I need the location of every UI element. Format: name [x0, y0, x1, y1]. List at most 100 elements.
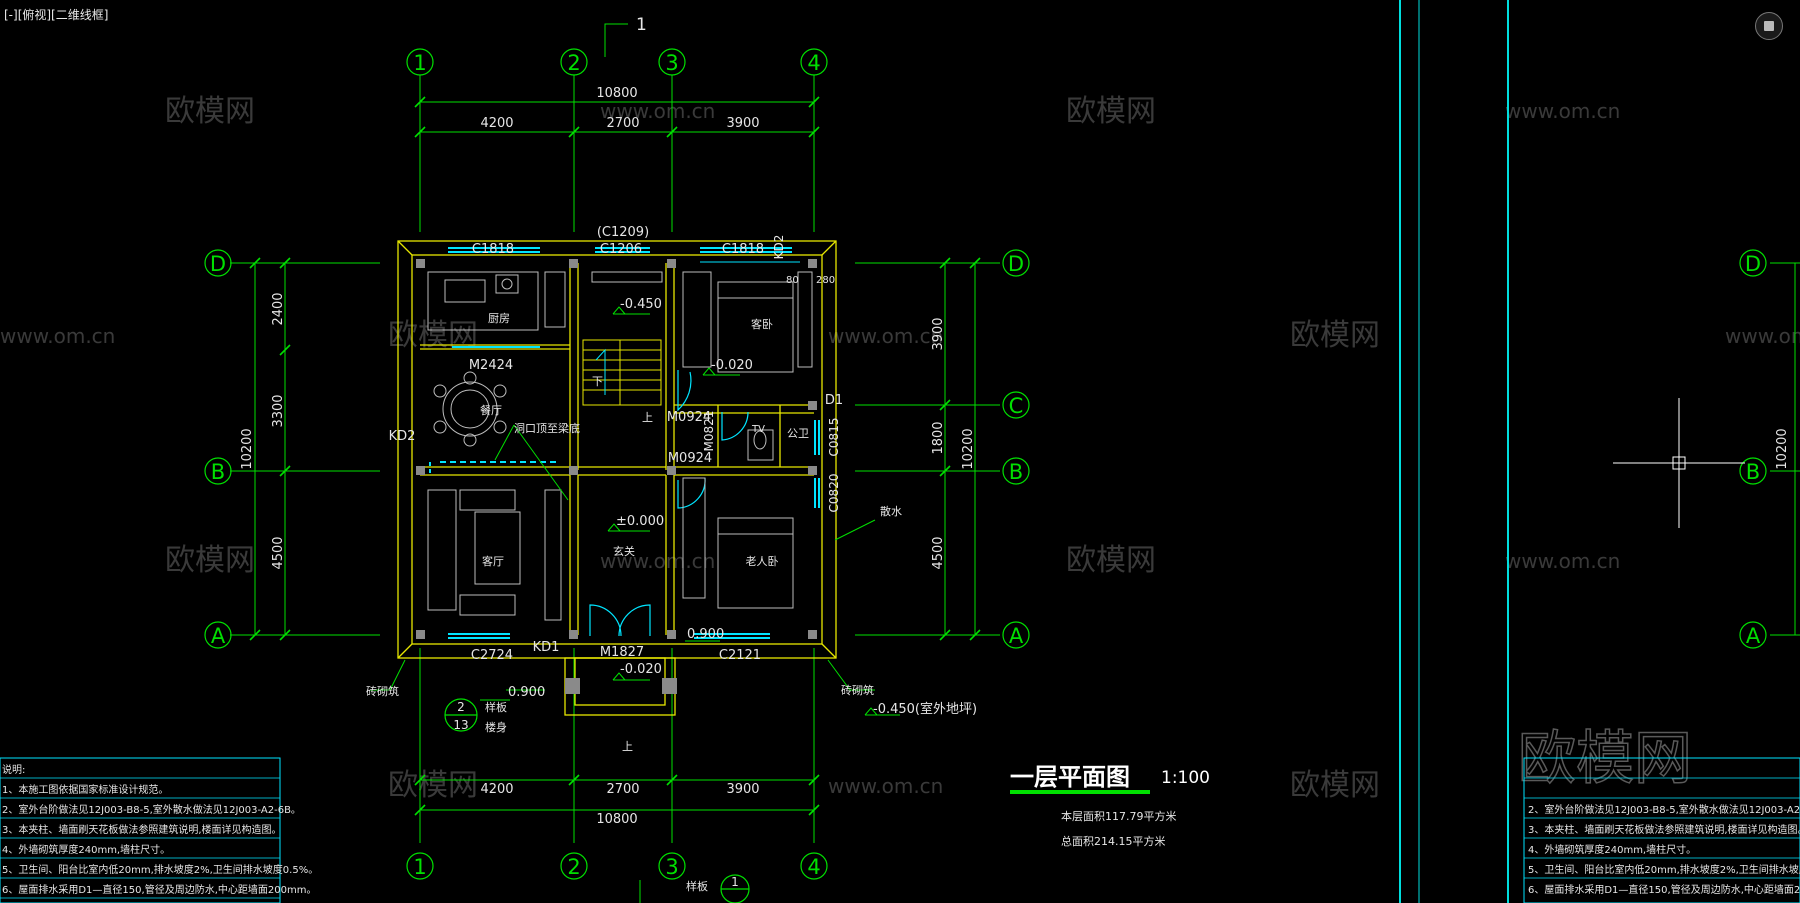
furniture[interactable] [427, 271, 813, 621]
dim-total-width: 10800 [596, 86, 637, 101]
door-label: KD1 [533, 640, 560, 655]
scupper-note: 砖砌筑 [841, 683, 874, 697]
axis-label-D: D [1008, 252, 1024, 276]
window-label: C1206 [600, 242, 642, 257]
dim-total-depth: 10200 [961, 428, 976, 469]
windows[interactable] [429, 247, 820, 639]
axis-labels: 1 2 3 4 1 2 3 4 D B A D C B A D B A [210, 51, 1761, 879]
viewcube-nav-icon[interactable] [1755, 12, 1783, 40]
notes-row: 2、室外台阶做法见12J003-B8-5,室外散水做法见12J003-A2-6B… [1528, 803, 1800, 816]
dim-left-2: 3300 [271, 394, 286, 427]
window-label: C1818 [472, 242, 514, 257]
level-text: -0.450(室外地坪) [873, 701, 977, 717]
door-label: KD2 [772, 235, 786, 260]
notes-table-right[interactable]: 2、室外台阶做法见12J003-B8-5,室外散水做法见12J003-A2-6B… [1523, 757, 1800, 903]
door-label: M1827 [600, 645, 644, 660]
door-label: M0924 [667, 410, 711, 425]
watermark-url-group: www.om.cn www.om.cn www.om.cn www.om.cn … [0, 99, 1800, 798]
watermark-url: www.om.cn [600, 549, 715, 573]
axis-label-B: B [211, 460, 225, 484]
notes-row: 6、屋面排水采用D1—直径150,管径及周边防水,中心距墙面200mm。 [2, 883, 316, 896]
notes-header: 说明: [2, 763, 25, 776]
watermark-url: www.om.cn [600, 99, 715, 123]
level-text: 0.900 [508, 685, 545, 700]
axis-label-3: 3 [665, 51, 678, 75]
notes-row: 3、本夹柱、墙面刷天花板做法参照建筑说明,楼面详见构造图。 [2, 823, 282, 836]
viewport-label[interactable]: [-][俯视][二维线框] [4, 8, 109, 22]
apron-note: 样板 [485, 700, 507, 714]
dim-total-width: 10800 [596, 812, 637, 827]
notes-row: 4、外墙砌筑厚度240mm,墙柱尺寸。 [1528, 843, 1696, 856]
crosshair-cursor-icon[interactable] [1613, 398, 1745, 528]
staircase[interactable] [582, 339, 662, 406]
window-label: C0815 [827, 418, 841, 457]
notes-table[interactable]: 说明: 1、本施工图依据国家标准设计规范。 2、室外台阶做法见12J003-B8… [0, 757, 318, 903]
axis-label-1: 1 [413, 855, 426, 879]
dim-80: 80 [786, 275, 799, 286]
drawing-scale: 1:100 [1161, 768, 1210, 788]
building-walls[interactable] [397, 240, 837, 716]
dim-right-1: 3900 [931, 317, 946, 350]
axis-label-1: 1 [413, 51, 426, 75]
axis-label-A: A [1746, 624, 1761, 648]
dim-bay-2: 2700 [606, 782, 639, 797]
level-text: 0.900 [687, 627, 724, 642]
room-dining: 餐厅 [480, 403, 502, 417]
watermark-brand: 欧模网 [1066, 94, 1156, 129]
notes-row: 3、本夹柱、墙面刷天花板做法参照建筑说明,楼面详见构造图。 [1528, 823, 1800, 836]
detail-ref-number: 1 [731, 875, 739, 889]
dimension-texts: 10800 4200 2700 3900 4200 2700 3900 1080… [480, 86, 759, 827]
axis-label-4: 4 [807, 855, 820, 879]
stair-down-label: 下 [592, 375, 603, 388]
level-text: -0.020 [620, 662, 662, 677]
opening-note: 洞口顶至梁底 [514, 421, 580, 435]
scupper-note: 砖砌筑 [366, 684, 399, 698]
opening-labels-vertical: KD2 M0821 C0815 C0820 [702, 235, 841, 513]
dim-bay-1: 4200 [480, 782, 513, 797]
window-label: C2121 [719, 648, 761, 663]
watermark-url: www.om.cn [828, 324, 943, 348]
dim-ticks [249, 96, 981, 816]
watermark-brand: 欧模网 [165, 94, 255, 129]
notes-row: 6、屋面排水采用D1—直径150,管径及周边防水,中心距墙面200mm。 [1528, 883, 1800, 896]
opening-labels: (C1209) C1818 C1206 C1818 C2724 C2121 M2… [389, 225, 844, 663]
room-names: 厨房 餐厅 客卧 公卫 客厅 玄关 老人卧 [480, 312, 809, 568]
room-elder-bedroom: 老人卧 [746, 555, 779, 568]
notes-row: 4、外墙砌筑厚度240mm,墙柱尺寸。 [2, 843, 170, 856]
notes-row: 5、卫生间、阳台比室内低20mm,排水坡度2%,卫生间排水坡度0.5%。 [2, 863, 318, 876]
notes-row: 2、室外台阶做法见12J003-B8-5,室外散水做法见12J003-A2-6B… [2, 803, 301, 816]
dim-total-depth: 10200 [240, 428, 255, 469]
watermark-brand: 欧模网 [165, 543, 255, 578]
axis-label-D: D [210, 252, 226, 276]
dim-bay-1: 4200 [480, 116, 513, 131]
dimension-texts-vertical: 10200 2400 3300 4500 3900 1800 4500 1020… [240, 292, 1790, 569]
entry-up-label: 上 [622, 740, 633, 753]
watermark-brand: 欧模网 [1290, 318, 1380, 353]
section-mark-label: 1 [636, 15, 647, 35]
slab-note: 楼身 [485, 720, 507, 734]
level-markers [506, 306, 900, 716]
dim-280: 280 [816, 275, 835, 286]
room-living: 客厅 [482, 554, 504, 568]
detail-ref-number: 2 [457, 700, 465, 714]
door-label: M0821 [702, 411, 716, 452]
drain-note: 散水 [880, 504, 902, 518]
axis-label-2: 2 [567, 855, 580, 879]
axis-bubbles[interactable] [204, 48, 1767, 903]
axis-label-D: D [1745, 252, 1761, 276]
detail-ref-sheet: 13 [453, 718, 468, 732]
dim-right-2: 1800 [931, 421, 946, 454]
axis-label-3: 3 [665, 855, 678, 879]
watermark-brand: 欧模网 [388, 768, 478, 803]
window-label: C2724 [471, 648, 513, 663]
level-text: -0.450 [620, 297, 662, 312]
dim-right-3: 4500 [931, 536, 946, 569]
notes-row: 5、卫生间、阳台比室内低20mm,排水坡度2%,卫生间排水坡度0.5%。 [1528, 863, 1800, 876]
dim-bay-3: 3900 [726, 782, 759, 797]
level-text: ±0.000 [616, 514, 664, 529]
axis-label-C: C [1009, 394, 1024, 418]
leader-lines [370, 424, 876, 701]
detail-reference: 2 13 1 [453, 700, 738, 889]
structural-columns[interactable] [416, 259, 817, 694]
